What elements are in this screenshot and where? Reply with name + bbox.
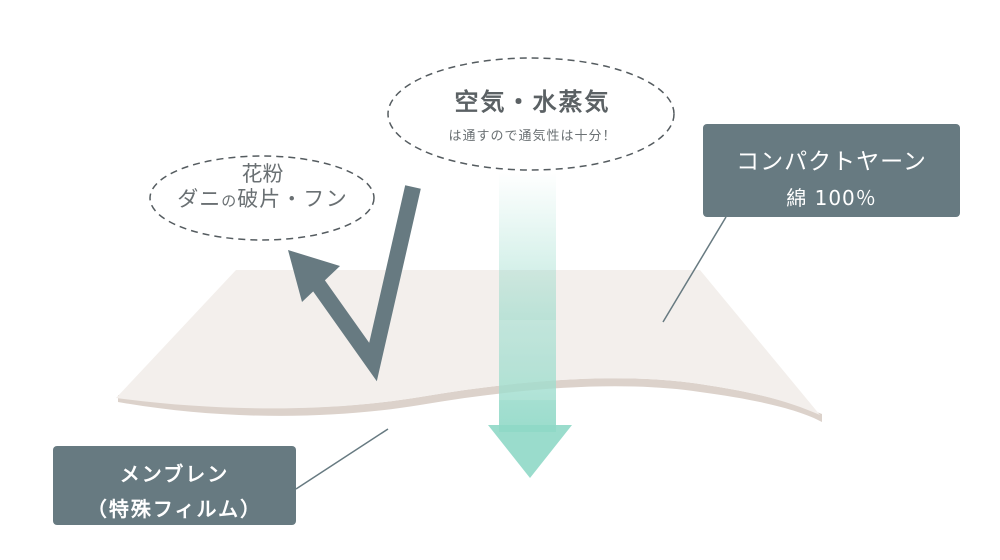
yarn-label-title: コンパクトヤーン bbox=[736, 149, 927, 175]
pollen-bubble-outline bbox=[149, 155, 375, 241]
air-bubble-outline bbox=[387, 57, 675, 171]
pollen-bubble-debris: 破片・フン bbox=[237, 187, 348, 211]
bounce-back-arrow bbox=[288, 185, 421, 382]
yarn-label-material: 綿 100％ bbox=[786, 186, 877, 210]
membrane-leader-line bbox=[295, 428, 389, 490]
fabric-sheet bbox=[116, 270, 820, 415]
membrane-label-title: メンブレン bbox=[119, 462, 230, 486]
membrane-label-box: メンブレン （特殊フィルム） bbox=[53, 446, 296, 525]
fabric-sheet-edge bbox=[118, 378, 822, 422]
air-bubble: 空気・水蒸気 は通すので通気性は十分！ bbox=[390, 82, 675, 144]
pollen-bubble-line2: ダニの破片・フン bbox=[150, 186, 375, 214]
membrane-label-subtitle: （特殊フィルム） bbox=[86, 497, 263, 521]
yarn-leader-line bbox=[662, 216, 727, 323]
pollen-bubble: 花粉 ダニの破片・フン bbox=[150, 162, 375, 214]
pollen-bubble-line1: 花粉 bbox=[241, 162, 284, 186]
yarn-label-box: コンパクトヤーン 綿 100％ bbox=[703, 124, 960, 217]
air-bubble-title: 空気・水蒸気 bbox=[454, 88, 611, 116]
air-pass-arrow bbox=[488, 172, 572, 478]
air-bubble-subtitle: は通すので通気性は十分！ bbox=[448, 129, 617, 144]
pollen-bubble-mite: ダニ bbox=[177, 187, 222, 211]
pollen-bubble-particle: の bbox=[221, 192, 238, 210]
